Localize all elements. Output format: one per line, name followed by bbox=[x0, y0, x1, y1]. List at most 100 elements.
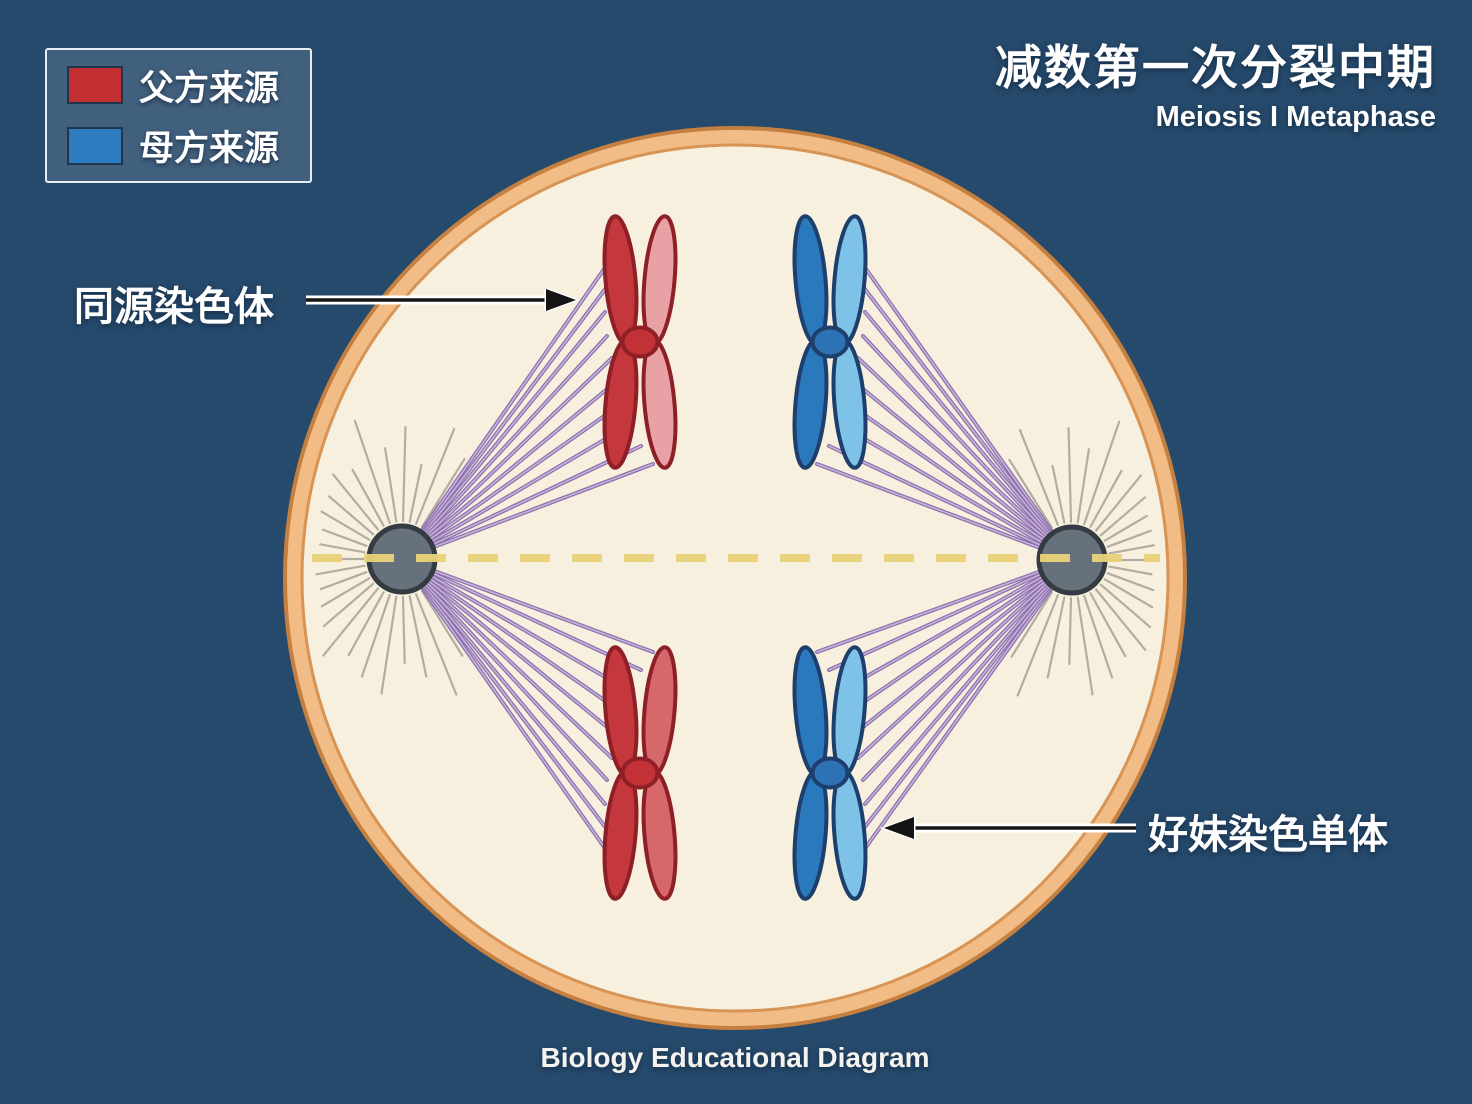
spindle-fiber-core bbox=[425, 401, 625, 543]
spindle-fiber-core bbox=[862, 580, 1053, 781]
astral-ray bbox=[1108, 565, 1153, 576]
astral-ray bbox=[1103, 514, 1148, 542]
astral-ray bbox=[1016, 594, 1059, 697]
centromere bbox=[810, 756, 850, 790]
label-homologous-chromosomes: 同源染色体 bbox=[74, 285, 274, 329]
astral-ray bbox=[1103, 578, 1154, 609]
astral-ray bbox=[320, 577, 371, 608]
centromere bbox=[620, 325, 660, 359]
spindle-fiber-core bbox=[422, 357, 613, 540]
astral-ray bbox=[360, 593, 391, 678]
spindle-fiber-core bbox=[420, 311, 606, 537]
astral-ray bbox=[1083, 594, 1114, 679]
spindle-fiber-core bbox=[851, 379, 1050, 542]
spindle-fiber-core bbox=[863, 287, 1055, 537]
astral-ray bbox=[1106, 572, 1155, 592]
spindle-fiber-core bbox=[418, 261, 610, 536]
spindle-fiber-core bbox=[421, 580, 608, 781]
astral-ray bbox=[401, 595, 406, 665]
astral-ray bbox=[1099, 583, 1152, 629]
homologous-arrow-head bbox=[544, 286, 581, 314]
astral-ray bbox=[1094, 588, 1147, 651]
spindle-fiber-core bbox=[424, 577, 619, 737]
spindle-fiber-core bbox=[428, 570, 642, 671]
spindle-fiber-core bbox=[838, 573, 1047, 693]
astral-ray bbox=[332, 473, 380, 531]
astral-ray bbox=[320, 510, 371, 541]
astral-ray bbox=[351, 468, 385, 527]
spindle-fiber-core bbox=[421, 335, 608, 538]
spindle-fiber-core bbox=[857, 357, 1051, 541]
astral-ray bbox=[319, 543, 366, 554]
spindle-fiber-core bbox=[419, 582, 607, 829]
astral-ray bbox=[421, 590, 464, 657]
astral-ray bbox=[322, 582, 375, 628]
spindle-fiber-core bbox=[816, 463, 1045, 551]
spindle-fiber-core bbox=[862, 335, 1053, 539]
astral-ray bbox=[380, 595, 398, 695]
astral-ray bbox=[353, 419, 391, 525]
chromosome-maternal-top bbox=[792, 214, 868, 470]
astral-ray bbox=[1083, 420, 1121, 526]
astral-ray bbox=[1018, 428, 1059, 526]
spindle-fiber-core bbox=[816, 569, 1045, 653]
astral-ray bbox=[384, 447, 398, 523]
spindle-fiber-core bbox=[419, 287, 607, 536]
legend: 父方来源 母方来源 bbox=[45, 48, 312, 183]
label-sister-chromatids: 好妹染色单体 bbox=[1148, 813, 1388, 857]
spindle-fiber-core bbox=[427, 423, 632, 545]
astral-ray bbox=[1076, 448, 1090, 524]
spindle-fiber-core bbox=[864, 311, 1054, 538]
spindle-fiber-core bbox=[863, 582, 1055, 829]
chromosomes bbox=[602, 214, 868, 901]
spindle-fiber-core bbox=[828, 445, 1046, 549]
astral-ray bbox=[415, 593, 458, 696]
page-title-en: Meiosis I Metaphase bbox=[1155, 100, 1436, 133]
annotation-arrows bbox=[306, 286, 1136, 842]
spindle-fiber-core bbox=[845, 401, 1049, 544]
paternal-color-swatch bbox=[67, 66, 123, 105]
astral-ray bbox=[1099, 496, 1146, 537]
spindle-fiber-core bbox=[860, 261, 1056, 537]
spindle-fiber-core bbox=[828, 571, 1046, 671]
maternal-color-swatch bbox=[67, 126, 123, 165]
astral-ray bbox=[1010, 591, 1053, 658]
astral-ray bbox=[1106, 529, 1152, 548]
astral-ray bbox=[1067, 426, 1073, 524]
title-block: 减数第一次分裂中期 Meiosis I Metaphase bbox=[995, 42, 1436, 134]
astral-ray bbox=[1094, 474, 1142, 532]
astral-ray bbox=[1068, 596, 1073, 666]
legend-item-maternal: 母方来源 bbox=[67, 120, 310, 171]
chromosome-maternal-bottom bbox=[792, 645, 868, 901]
spindle-fiber-core bbox=[429, 463, 654, 550]
spindle-fiber-core bbox=[860, 583, 1056, 855]
astral-ray bbox=[322, 528, 368, 547]
spindle-fiber-core bbox=[425, 575, 625, 715]
chromosome-paternal-top bbox=[602, 214, 678, 470]
astral-ray bbox=[315, 564, 366, 576]
spindle-fiber-core bbox=[424, 379, 619, 541]
astral-ray bbox=[1108, 544, 1155, 555]
page-title-zh: 减数第一次分裂中期 bbox=[995, 41, 1436, 94]
spindle-fiber-core bbox=[428, 445, 642, 547]
astral-ray bbox=[1076, 596, 1094, 696]
legend-label-maternal: 母方来源 bbox=[139, 129, 280, 169]
astral-ray bbox=[401, 425, 407, 523]
legend-item-paternal: 父方来源 bbox=[67, 60, 310, 111]
spindle-fiber-core bbox=[420, 581, 606, 805]
astral-ray bbox=[1051, 464, 1066, 524]
astral-rays bbox=[315, 419, 1155, 697]
centromere bbox=[620, 756, 660, 790]
spindle-fiber-core bbox=[418, 582, 610, 855]
astral-ray bbox=[319, 571, 368, 591]
astral-ray bbox=[421, 457, 466, 528]
astral-ray bbox=[1008, 458, 1053, 529]
spindle-fiber-core bbox=[422, 578, 613, 759]
astral-ray bbox=[408, 595, 428, 678]
astral-ray bbox=[415, 427, 456, 525]
astral-ray bbox=[408, 463, 423, 523]
spindle-fiber-core bbox=[845, 576, 1049, 715]
astral-ray bbox=[1046, 596, 1066, 679]
